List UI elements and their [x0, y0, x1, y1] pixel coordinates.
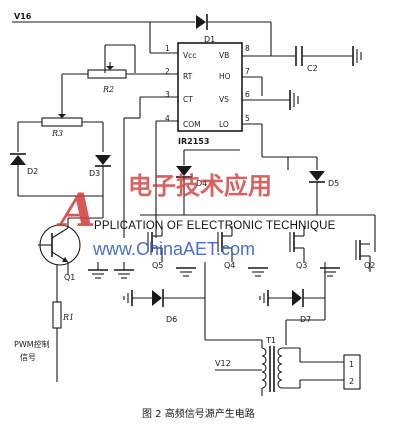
diode-d7: [292, 289, 304, 307]
diode-d5: [309, 171, 325, 183]
transformer-t1: [261, 346, 283, 392]
label-v16: V16: [14, 12, 32, 21]
diode-d6: [152, 289, 164, 307]
label-q4: Q4: [224, 261, 235, 270]
ic-pin-vb-label: VB: [219, 51, 229, 60]
watermark-initial: A: [56, 183, 96, 237]
mosfet-q3: [289, 226, 305, 262]
label-d6: D6: [166, 315, 177, 324]
label-pwm-line1: PWM控制: [14, 339, 50, 349]
label-d4: D4: [196, 179, 207, 188]
diode-d3: [95, 155, 111, 167]
potentiometer-r2: [87, 62, 127, 79]
ground-c2: [352, 46, 362, 66]
label-r3: R3: [51, 129, 63, 138]
ic-pin-1-num: 1: [165, 44, 170, 53]
label-d3: D3: [89, 169, 100, 178]
ic-pin-com-label: COM: [183, 120, 201, 129]
watermark-url: www.ChinaAET.com: [92, 239, 255, 259]
watermark-chinese: 电子技术应用: [128, 172, 272, 200]
ground-d7: [259, 290, 269, 306]
label-q3: Q3: [296, 261, 307, 270]
ground-vs: [289, 90, 299, 110]
ic-pin-lo-label: LO: [219, 120, 229, 129]
label-d2: D2: [27, 167, 38, 176]
connector-pin-2: 2: [349, 377, 354, 386]
diode-d1: [196, 14, 208, 30]
label-q1: Q1: [64, 273, 75, 282]
connector-pin-1: 1: [349, 360, 354, 369]
mosfet-q2: [355, 240, 371, 272]
ic-pin-vs-label: VS: [219, 95, 229, 104]
ic-pin-4-num: 4: [165, 114, 170, 123]
mosfet-q5: [147, 226, 163, 262]
ic-pin-ho-label: HO: [219, 72, 231, 81]
label-r2: R2: [102, 85, 114, 94]
mosfet-q4: [217, 226, 233, 262]
ic-pin-3-num: 3: [165, 90, 170, 99]
ground-d6: [123, 290, 133, 306]
label-r1: R1: [62, 313, 74, 322]
ic-pin-6-num: 6: [245, 90, 250, 99]
ic-pin-8-num: 8: [245, 44, 250, 53]
capacitor-c2: [295, 46, 303, 66]
ic-ir2153: [177, 42, 243, 132]
ic-pin-vcc-label: Vcc: [183, 51, 196, 60]
label-t1: T1: [265, 336, 276, 345]
label-d5: D5: [328, 179, 339, 188]
ic-name: IR2153: [178, 137, 209, 146]
label-pwm-line2: 信号: [20, 352, 36, 362]
label-c2: C2: [307, 64, 318, 73]
label-q2: Q2: [364, 261, 375, 270]
watermark-line: PPLICATION OF ELECTRONIC TECHNIQUE: [94, 220, 336, 232]
figure-caption: 图 2 高频信号源产生电路: [142, 407, 255, 420]
ic-pin-ct-label: CT: [183, 95, 193, 104]
ground-row-left: [88, 262, 134, 279]
ic-pin-2-num: 2: [165, 67, 170, 76]
output-connector: [343, 354, 361, 390]
diode-d2: [10, 153, 26, 165]
resistor-r1: [52, 301, 62, 329]
ic-pin-5-num: 5: [245, 114, 250, 123]
ic-pin-rt-label: RT: [183, 72, 193, 81]
label-d1: D1: [204, 35, 215, 44]
label-v12: V12: [215, 359, 231, 368]
ic-pin-7-num: 7: [245, 67, 250, 76]
potentiometer-r3: [41, 110, 83, 127]
ground-row-right: [176, 267, 340, 277]
label-q5: Q5: [152, 261, 163, 270]
